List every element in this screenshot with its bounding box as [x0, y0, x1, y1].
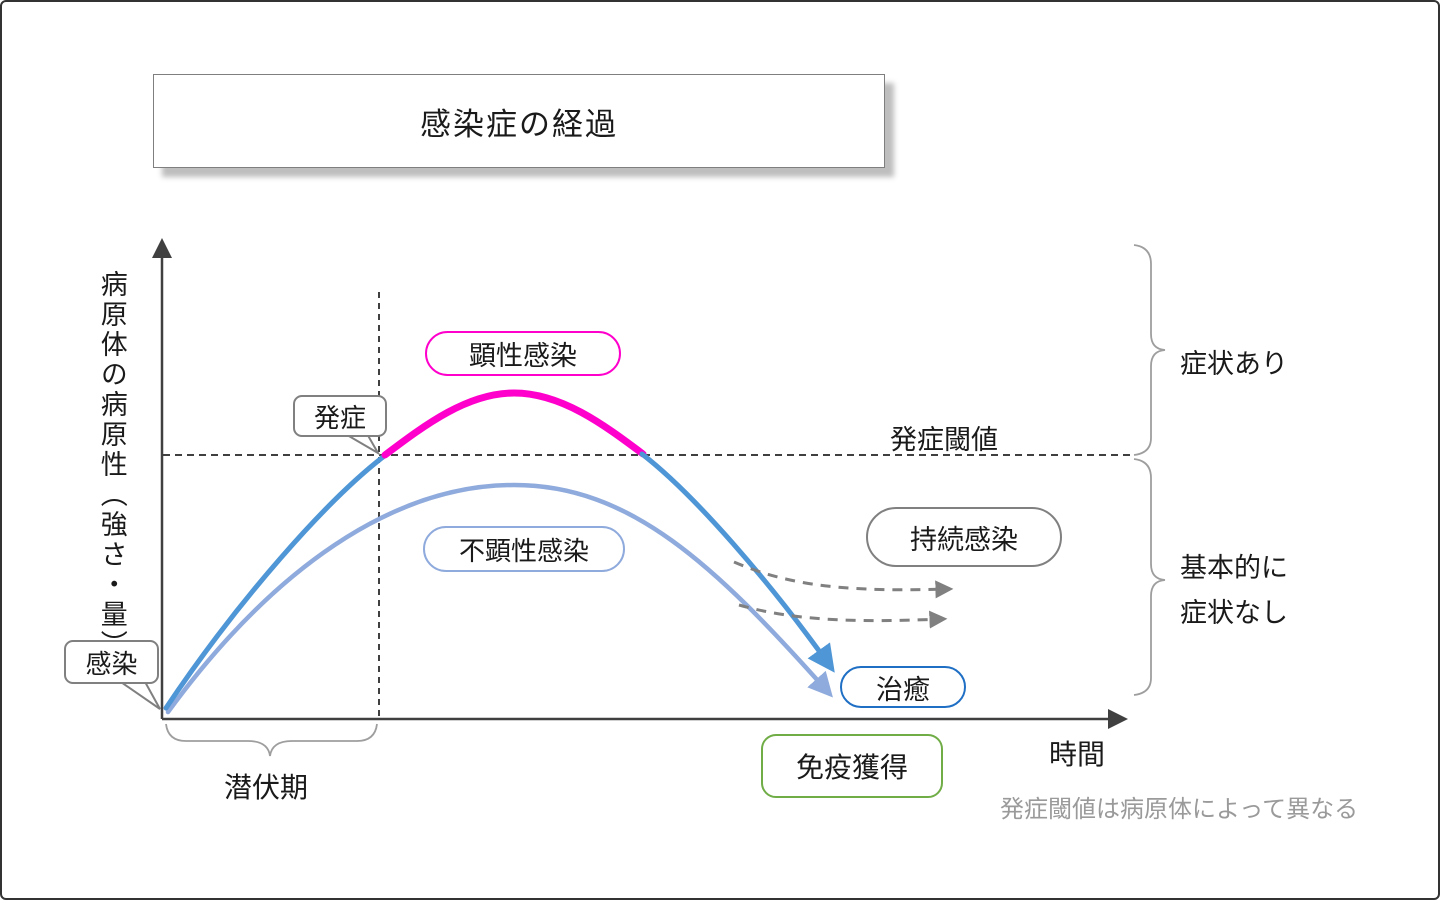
apparent-infection-label: 顕性感染 [469, 341, 577, 371]
threshold-footnote: 発症閾値は病原体によって異なる [1000, 796, 1359, 823]
asymptomatic-line1: 基本的に [1180, 553, 1288, 583]
infection-bubble: 感染 [64, 640, 159, 684]
cure-box: 治癒 [840, 666, 966, 708]
persistent-infection-label: 持続感染 [910, 524, 1018, 555]
cure-label: 治癒 [876, 674, 930, 705]
brace-asymptomatic [1133, 458, 1166, 696]
incubation-period-label: 潜伏期 [224, 772, 309, 803]
apparent-curve-above-threshold [381, 389, 647, 459]
infection-bubble-tail [114, 679, 161, 710]
immunity-box: 免疫獲得 [761, 734, 943, 798]
y-axis-label: 病原体の病原性（強さ・量） [96, 270, 127, 660]
onset-bubble: 発症 [293, 395, 387, 437]
page-title: 感染症の経過 [420, 106, 618, 142]
persistent-infection-box: 持続感染 [866, 507, 1062, 567]
persistent-arrow-upper [733, 560, 954, 599]
symptomatic-brace-label: 症状あり [1180, 349, 1288, 379]
inapparent-infection-label: 不顕性感染 [458, 535, 589, 566]
apparent-curve-rising [163, 451, 390, 711]
infection-label: 感染 [85, 648, 138, 679]
brace-symptomatic [1133, 244, 1166, 456]
persistent-arrow-lower [738, 603, 948, 629]
asymptomatic-line2: 症状なし [1180, 598, 1288, 628]
x-axis-label: 時間 [1049, 739, 1106, 770]
inapparent-curve [165, 482, 833, 715]
threshold-label: 発症閾値 [890, 425, 998, 455]
brace-incubation [165, 723, 378, 757]
apparent-curve-falling [639, 451, 835, 673]
asymptomatic-brace-label: 基本的に 症状なし [1180, 546, 1288, 636]
apparent-infection-box: 顕性感染 [425, 331, 621, 376]
onset-label: 発症 [313, 402, 366, 433]
inapparent-infection-box: 不顕性感染 [423, 526, 625, 572]
title-box: 感染症の経過 [153, 74, 885, 168]
immunity-label: 免疫獲得 [795, 752, 908, 783]
